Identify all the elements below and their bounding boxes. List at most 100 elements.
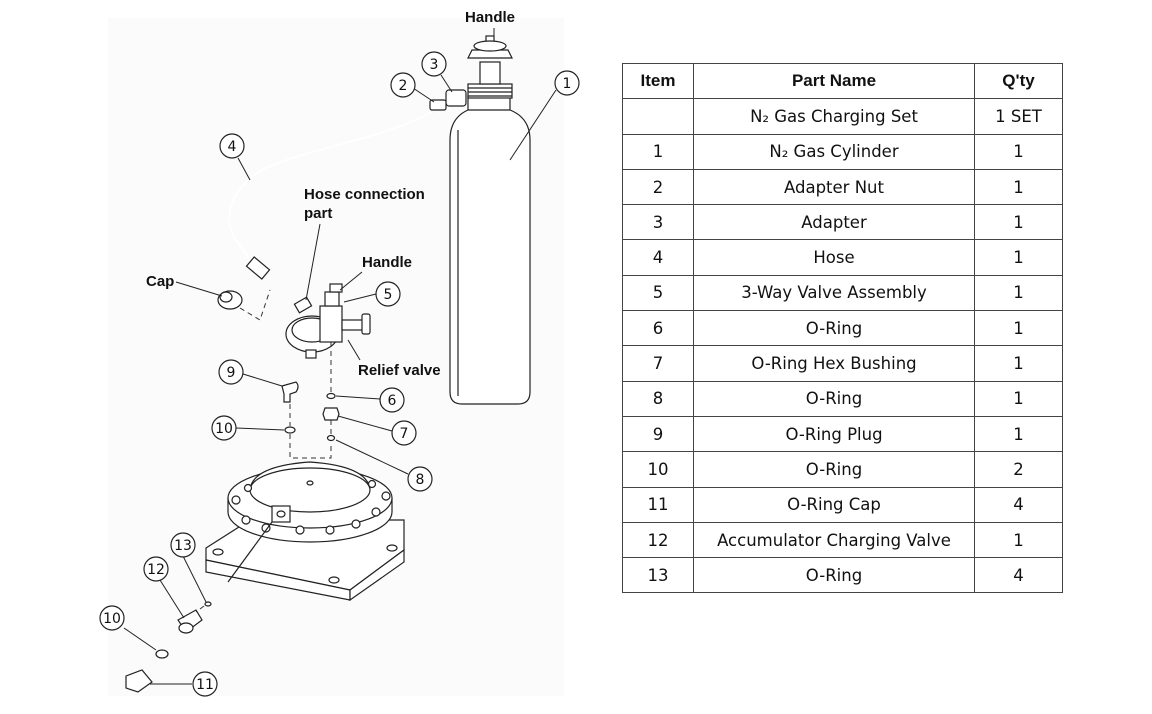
svg-text:5: 5 xyxy=(384,287,393,303)
cell-part-name: O-Ring xyxy=(693,557,975,594)
oring-plug xyxy=(281,381,332,459)
cell-part-name: O-Ring Plug xyxy=(693,415,975,453)
cell-qty: 1 xyxy=(974,204,1063,241)
cell-part-name: N₂ Gas Charging Set xyxy=(693,98,975,135)
callout-7: 7 xyxy=(391,420,417,446)
three-way-valve xyxy=(285,283,371,392)
label-hose-connection: Hose connection xyxy=(304,186,425,203)
cell-qty: 4 xyxy=(974,486,1063,523)
cell-qty: 1 xyxy=(974,415,1063,453)
svg-text:8: 8 xyxy=(416,472,425,488)
svg-text:2: 2 xyxy=(399,78,408,94)
svg-text:4: 4 xyxy=(228,139,237,155)
cell-qty: 1 xyxy=(974,239,1063,276)
cell-qty: 1 SET xyxy=(974,98,1063,135)
label-handle-top: Handle xyxy=(465,9,515,26)
cell-part-name: O-Ring xyxy=(693,451,975,488)
callout-12: 12 xyxy=(143,556,169,582)
parts-diagram: Handle Hose connection part Handle Cap R… xyxy=(99,9,580,697)
callout-5: 5 xyxy=(375,281,401,307)
svg-text:9: 9 xyxy=(227,365,236,381)
cell-item xyxy=(622,98,694,135)
svg-text:10: 10 xyxy=(215,421,233,437)
callout-8: 8 xyxy=(407,466,433,492)
cell-item: 11 xyxy=(622,486,694,523)
cell-item: 7 xyxy=(622,345,694,382)
callout-2: 2 xyxy=(390,72,416,98)
table-header-row: Item Part Name Q'ty xyxy=(622,62,1063,100)
label-handle-valve: Handle xyxy=(362,254,412,271)
cell-qty: 1 xyxy=(974,345,1063,382)
cell-part-name: O-Ring xyxy=(693,310,975,347)
cell-part-name: O-Ring Hex Bushing xyxy=(693,345,975,382)
cell-part-name: Accumulator Charging Valve xyxy=(693,521,975,559)
svg-text:10: 10 xyxy=(103,611,121,627)
svg-text:12: 12 xyxy=(147,562,165,578)
adapter-assembly xyxy=(429,89,467,111)
callout-9: 9 xyxy=(218,359,244,385)
cell-item: 8 xyxy=(622,380,694,417)
cell-item: 13 xyxy=(622,557,694,594)
cell-part-name: N₂ Gas Cylinder xyxy=(693,133,975,170)
cell-item: 6 xyxy=(622,310,694,347)
cell-item: 2 xyxy=(622,168,694,206)
cell-item: 10 xyxy=(622,451,694,488)
callout-3: 3 xyxy=(421,51,447,77)
callout-11: 11 xyxy=(192,671,218,697)
callout-1: 1 xyxy=(554,70,580,96)
label-cap: Cap xyxy=(146,273,174,290)
cell-qty: 1 xyxy=(974,380,1063,417)
callout-10b: 10 xyxy=(99,605,125,631)
cylinder-handle xyxy=(467,35,513,85)
svg-text:3: 3 xyxy=(430,57,439,73)
cell-qty: 1 xyxy=(974,521,1063,559)
cell-qty: 1 xyxy=(974,168,1063,206)
cell-item: 5 xyxy=(622,274,694,312)
svg-text:6: 6 xyxy=(388,393,397,409)
callout-13: 13 xyxy=(170,532,196,558)
callout-4: 4 xyxy=(219,133,245,159)
cell-item: 12 xyxy=(622,521,694,559)
header-item: Item xyxy=(622,62,694,100)
n2-gas-cylinder xyxy=(449,83,531,405)
header-qty: Q'ty xyxy=(974,62,1063,100)
label-relief-valve: Relief valve xyxy=(358,362,441,379)
valve-axis xyxy=(227,521,273,583)
charging-valve xyxy=(125,601,212,693)
cell-item: 4 xyxy=(622,239,694,276)
cell-part-name: O-Ring xyxy=(693,380,975,417)
cell-qty: 1 xyxy=(974,310,1063,347)
svg-text:13: 13 xyxy=(174,538,192,554)
svg-text:7: 7 xyxy=(400,426,409,442)
cell-qty: 1 xyxy=(974,274,1063,312)
cell-item: 3 xyxy=(622,204,694,241)
leader-lines xyxy=(123,28,557,685)
cell-qty: 1 xyxy=(974,133,1063,170)
cell-part-name: Hose xyxy=(693,239,975,276)
cell-part-name: Adapter Nut xyxy=(693,168,975,206)
header-part-name: Part Name xyxy=(693,62,975,100)
cell-qty: 4 xyxy=(974,557,1063,594)
callout-10a: 10 xyxy=(211,415,237,441)
cell-part-name: Adapter xyxy=(693,204,975,241)
callouts: 1 2 3 4 5 6 7 8 9 10 10 11 12 13 xyxy=(99,51,580,697)
cell-qty: 2 xyxy=(974,451,1063,488)
cell-part-name: 3-Way Valve Assembly xyxy=(693,274,975,312)
hose xyxy=(228,111,433,280)
cell-part-name: O-Ring Cap xyxy=(693,486,975,523)
valve-seals xyxy=(322,392,340,442)
